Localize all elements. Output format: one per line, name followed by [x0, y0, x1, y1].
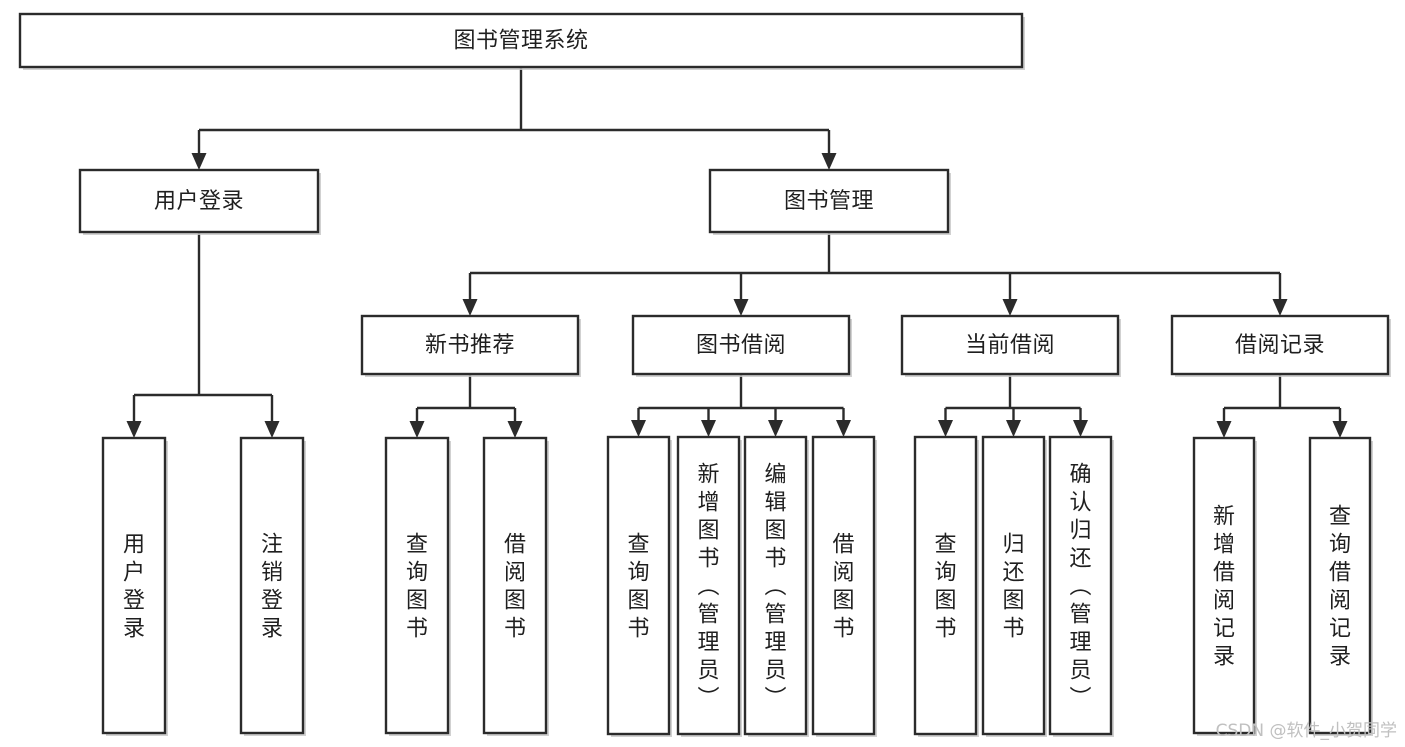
- node-label: 新增图书︵管理员︶: [697, 462, 719, 711]
- arrow-head-icon: [836, 420, 851, 437]
- arrow-head-icon: [1216, 421, 1232, 438]
- node-label: 归还图书: [1002, 532, 1024, 641]
- arrow-head-icon: [768, 420, 783, 437]
- node-current-borrow[interactable]: 当前借阅: [900, 314, 1121, 377]
- node-leaf-borrow-book-1[interactable]: 借阅图书: [482, 436, 549, 736]
- arrow-head-icon: [631, 420, 646, 437]
- node-leaf-add-borrow-record[interactable]: 新增借阅记录: [1192, 436, 1257, 736]
- node-leaf-query-book-2[interactable]: 查询图书: [606, 435, 672, 737]
- arrow-head-icon: [1002, 299, 1018, 316]
- connector-layer: [126, 67, 1348, 438]
- node-label: 用户登录: [154, 189, 244, 214]
- node-leaf-user-login[interactable]: 用户登录: [101, 436, 168, 736]
- node-layer: 图书管理系统用户登录图书管理新书推荐图书借阅当前借阅借阅记录用户登录注销登录查询…: [18, 12, 1391, 737]
- node-root-root[interactable]: 图书管理系统: [18, 12, 1025, 70]
- node-new-book-recommend[interactable]: 新书推荐: [360, 314, 581, 377]
- node-leaf-edit-book-admin[interactable]: 编辑图书︵管理员︶: [743, 435, 809, 737]
- node-book-manage[interactable]: 图书管理: [708, 168, 951, 235]
- node-label: 确认归还︵管理员︶: [1069, 462, 1091, 711]
- arrow-head-icon: [191, 153, 207, 170]
- node-label: 编辑图书︵管理员︶: [764, 462, 786, 711]
- node-leaf-confirm-return-admin[interactable]: 确认归还︵管理员︶: [1048, 435, 1114, 737]
- node-label: 查询借阅记录: [1329, 504, 1351, 669]
- node-leaf-logout-login[interactable]: 注销登录: [239, 436, 306, 736]
- arrow-head-icon: [1006, 420, 1021, 437]
- arrow-head-icon: [938, 420, 953, 437]
- arrow-head-icon: [1332, 421, 1348, 438]
- node-label: 用户登录: [123, 532, 145, 641]
- node-label: 注销登录: [261, 532, 283, 641]
- arrow-head-icon: [733, 299, 749, 316]
- arrow-head-icon: [126, 421, 142, 438]
- node-label: 当前借阅: [965, 333, 1055, 358]
- node-label: 图书管理: [784, 189, 874, 214]
- node-label: 查询图书: [934, 532, 956, 641]
- node-label: 查询图书: [627, 532, 649, 641]
- node-label: 借阅记录: [1235, 333, 1325, 358]
- watermark-text: CSDN @软件_小贺同学: [1215, 721, 1397, 741]
- node-label: 借阅图书: [832, 532, 854, 641]
- arrow-head-icon: [462, 299, 478, 316]
- node-leaf-borrow-book-2[interactable]: 借阅图书: [811, 435, 877, 737]
- node-label: 新增借阅记录: [1213, 504, 1235, 669]
- arrow-head-icon: [1073, 420, 1088, 437]
- node-leaf-query-book-3[interactable]: 查询图书: [913, 435, 979, 737]
- node-label: 新书推荐: [425, 333, 515, 358]
- node-label: 借阅图书: [504, 532, 526, 641]
- arrow-head-icon: [701, 420, 716, 437]
- arrow-head-icon: [821, 153, 837, 170]
- node-borrow-record[interactable]: 借阅记录: [1170, 314, 1391, 377]
- node-user-login[interactable]: 用户登录: [78, 168, 321, 235]
- node-label: 查询图书: [406, 532, 428, 641]
- node-leaf-return-book[interactable]: 归还图书: [981, 435, 1047, 737]
- node-book-borrow[interactable]: 图书借阅: [631, 314, 852, 377]
- node-label: 图书借阅: [696, 333, 786, 358]
- arrow-head-icon: [1272, 299, 1288, 316]
- arrow-head-icon: [507, 421, 523, 438]
- arrow-head-icon: [409, 421, 425, 438]
- node-leaf-query-borrow-record[interactable]: 查询借阅记录: [1308, 436, 1373, 736]
- node-leaf-add-book-admin[interactable]: 新增图书︵管理员︶: [676, 435, 742, 737]
- node-leaf-query-book-1[interactable]: 查询图书: [384, 436, 451, 736]
- arrow-head-icon: [264, 421, 280, 438]
- node-label: 图书管理系统: [453, 29, 588, 54]
